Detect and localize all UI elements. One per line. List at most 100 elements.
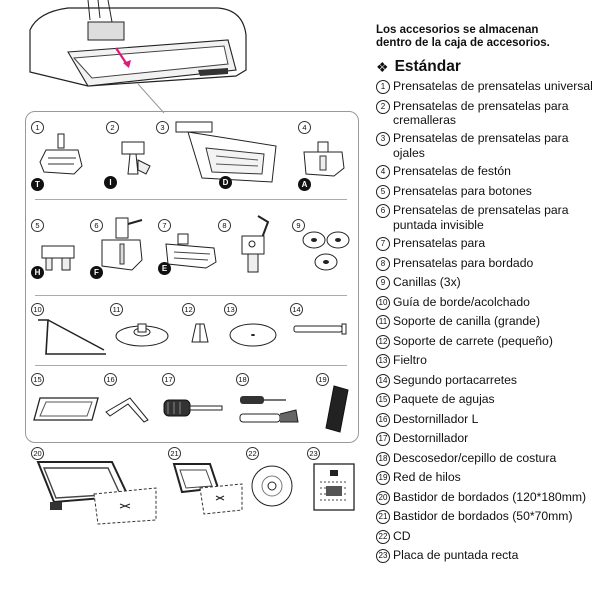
item-number: 13 (376, 354, 390, 369)
accessory-label: Soporte de canilla (grande) (393, 314, 541, 329)
row-divider (35, 295, 347, 296)
item-number: 6 (376, 204, 390, 219)
seam-ripper-icon (239, 396, 299, 423)
spool-holder-large-icon (115, 323, 169, 347)
foot-badge-h: H (31, 266, 44, 279)
hoop-small-icon (172, 463, 243, 515)
item-number-5: 5 (31, 219, 44, 232)
felt-icon (229, 323, 277, 347)
item-number-12: 12 (182, 303, 195, 316)
item-number-2: 2 (106, 121, 119, 134)
item-number-10: 10 (31, 303, 44, 316)
item-number-21: 21 (168, 447, 181, 460)
item-number-4: 4 (298, 121, 311, 134)
blind-stitch-foot-icon (101, 217, 143, 271)
foot-badge-f: F (90, 266, 103, 279)
item-number: 17 (376, 432, 390, 447)
item-number: 16 (376, 412, 390, 427)
accessory-label: Prensatelas para botones (393, 183, 532, 198)
zipper-foot-icon (121, 141, 151, 175)
item-number-7: 7 (158, 219, 171, 232)
item-number-17: 17 (162, 373, 175, 386)
accessory-label: Prensatelas para (393, 236, 486, 251)
buttonhole-foot-icon (175, 121, 277, 183)
l-screwdriver-icon (105, 397, 149, 423)
foot-badge-t: T (31, 178, 44, 191)
item-number-11: 11 (110, 303, 123, 316)
item-number-8: 8 (218, 219, 231, 232)
foot-badge-d: D (219, 176, 232, 189)
cd-icon (251, 465, 293, 507)
item-number: 20 (376, 490, 390, 505)
item-number-6: 6 (90, 219, 103, 232)
accessory-label: Prensatelas de prensatelas universal (393, 79, 593, 93)
item-number: 3 (376, 132, 390, 147)
row-divider (35, 365, 347, 366)
needle-pack-icon (33, 397, 99, 421)
accessory-label: Fieltro (393, 353, 427, 368)
embroidery-foot-icon (241, 215, 270, 273)
hoop-large-icon (36, 461, 157, 525)
accessory-label: Destornillador (393, 431, 469, 446)
illustration-area: 1 T 2 I 3 D 4 A 5 H 6 F 7 (25, 0, 359, 525)
intro-line-1: Los accesorios se almacenan (376, 24, 539, 36)
accessory-label: Prensatelas para bordado (393, 255, 534, 270)
item-number-13: 13 (224, 303, 237, 316)
straight-stitch-plate-icon (313, 463, 355, 511)
section-header: ❖ Estándar (376, 58, 598, 76)
item-number-18: 18 (236, 373, 249, 386)
item-number: 1 (376, 80, 390, 94)
sewing-machine-icon (29, 0, 247, 114)
screwdriver-icon (163, 399, 223, 417)
item-number: 23 (376, 549, 390, 564)
diamond-icon: ❖ (376, 58, 389, 75)
accessory-label: Canillas (3x) (393, 275, 461, 290)
item-number-1: 1 (31, 121, 44, 134)
accessory-label: Bastidor de bordados (50*70mm) (393, 509, 573, 524)
item-number: 9 (376, 276, 390, 291)
item-number: 12 (376, 334, 390, 349)
item-number: 10 (376, 295, 390, 310)
accessory-label: Descosedor/cepillo de costura (393, 450, 557, 465)
item-number: 2 (376, 99, 390, 114)
accessory-label: Red de hilos (393, 470, 461, 485)
satin-foot-icon (303, 141, 345, 177)
item-number-23: 23 (307, 447, 320, 460)
item-number: 14 (376, 373, 390, 388)
universal-foot-icon (39, 133, 83, 175)
accessory-label: Placa de puntada recta (393, 548, 519, 563)
foot-badge-a: A (298, 178, 311, 191)
accessories-panel (25, 111, 359, 443)
accessory-label: Segundo portacarretes (393, 372, 517, 387)
section-title: Estándar (394, 58, 461, 75)
item-number: 11 (376, 315, 390, 330)
item-number-16: 16 (104, 373, 117, 386)
foot-badge-i: I (104, 176, 117, 189)
thread-net-icon (325, 385, 349, 433)
spool-pin-icon (293, 323, 347, 335)
item-number: 22 (376, 529, 390, 544)
item-number: 21 (376, 510, 390, 525)
accessory-label: Destornillador L (393, 411, 479, 426)
accessory-label: Prensatelas de prensatelas para ojales (393, 131, 569, 160)
